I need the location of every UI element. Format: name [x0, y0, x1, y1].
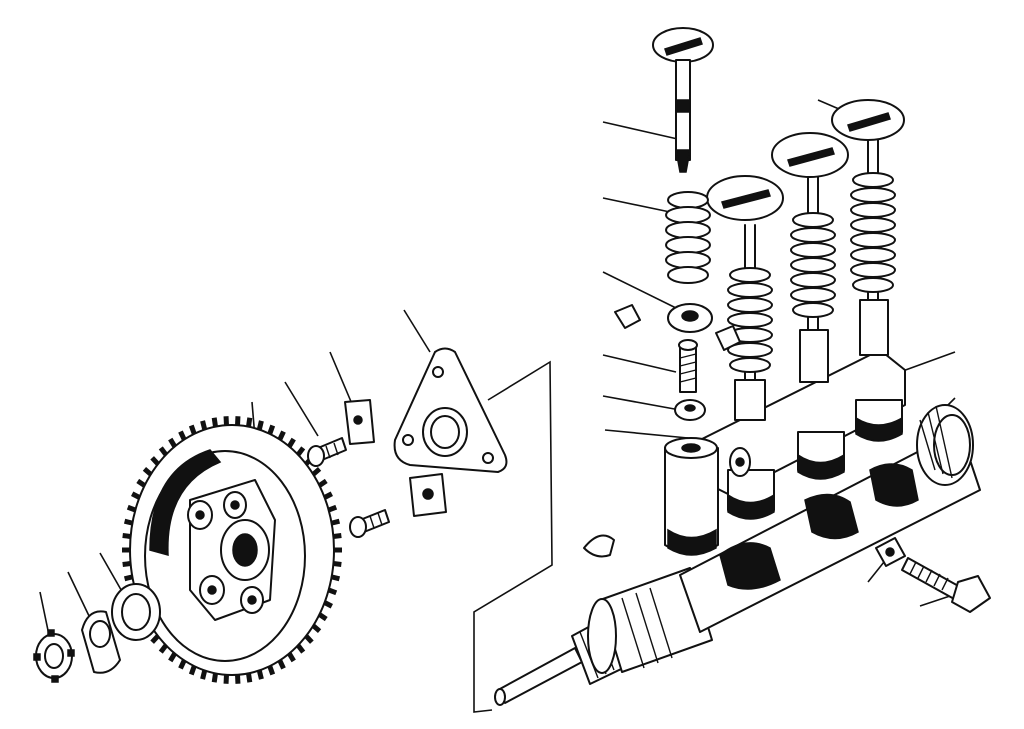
- adjusting-screw-exploded: [678, 339, 698, 393]
- bracket-group: [473, 360, 553, 713]
- leader-nut: [602, 395, 681, 411]
- gear-tooth: [333, 533, 342, 539]
- washer-right: [875, 537, 906, 567]
- leader-lines: [39, 99, 963, 713]
- lock-washer-tab: [81, 610, 121, 674]
- thrust-flange: [393, 347, 508, 473]
- gear-tooth: [123, 574, 133, 582]
- gear-nut: [33, 629, 75, 683]
- leader-washer: [867, 561, 885, 583]
- gear-tooth: [277, 430, 286, 441]
- bolt-upper: [307, 437, 347, 467]
- gear-tooth: [131, 491, 141, 500]
- gear-tooth: [142, 467, 153, 477]
- slot-2: [787, 147, 835, 167]
- gear-tooth: [122, 533, 131, 539]
- gear-tooth: [136, 478, 147, 488]
- shaft-bearing-end: [587, 598, 617, 674]
- gear-tooth: [150, 634, 160, 644]
- gear-tooth: [150, 456, 160, 466]
- gear-tooth: [211, 672, 218, 683]
- shaft-tip: [497, 647, 583, 704]
- gear-tooth: [200, 420, 208, 431]
- gear-tooth: [178, 430, 187, 441]
- gear-tooth: [122, 561, 131, 567]
- spring-seat-exploded: [667, 303, 713, 333]
- gear-tooth: [277, 659, 286, 670]
- slot-1: [721, 189, 771, 209]
- pusher-housing: [664, 349, 906, 556]
- spring-exploded: [665, 191, 711, 284]
- gear-tooth: [256, 420, 264, 431]
- gear-tooth: [188, 665, 197, 676]
- gear-tooth: [168, 437, 177, 448]
- camshaft-gear: [122, 416, 342, 684]
- leader-plate: [329, 351, 353, 405]
- bolt-lower: [349, 509, 390, 538]
- gear-tooth: [168, 652, 177, 663]
- valve-assembly-2: [771, 132, 849, 383]
- spring-2: [790, 212, 836, 318]
- valve-assembly-1: [706, 175, 784, 421]
- gear-tooth: [256, 669, 264, 680]
- gear-tooth: [267, 424, 276, 435]
- gear-tooth: [126, 504, 137, 513]
- gear-tooth: [327, 587, 338, 596]
- valve-assembly-3: [831, 99, 905, 356]
- gear-tooth: [158, 446, 168, 457]
- gear-tooth: [158, 643, 168, 654]
- cam-1: [719, 542, 781, 590]
- gear-tooth: [246, 672, 253, 683]
- slot-3: [847, 112, 891, 132]
- gear-tooth: [188, 424, 197, 435]
- leader-screw: [284, 381, 319, 437]
- leader-valve-top: [602, 121, 683, 141]
- leader-spring: [602, 197, 671, 213]
- exploded-valve: [652, 27, 714, 173]
- gear-tooth: [287, 437, 296, 448]
- keeper-halves: [614, 304, 741, 351]
- gear-tooth: [311, 623, 322, 633]
- gear-tooth: [123, 518, 133, 526]
- gear-tooth: [317, 478, 328, 488]
- gear-tooth: [327, 504, 338, 513]
- gear-tooth: [323, 600, 333, 609]
- leader-pin: [602, 354, 677, 373]
- gear-tooth: [311, 467, 322, 477]
- locknut-exploded: [674, 399, 706, 421]
- spring-3: [850, 172, 896, 293]
- woodruff-key: [583, 534, 615, 558]
- cam-3: [869, 463, 919, 507]
- gear-tooth: [178, 659, 187, 670]
- gear-tooth: [246, 417, 253, 428]
- lock-plate-lower: [409, 473, 447, 517]
- gear-tooth: [333, 561, 342, 567]
- gear-tooth: [331, 574, 341, 582]
- gear-tooth: [296, 446, 306, 457]
- leader-housing: [899, 351, 956, 373]
- leader-lockplate: [67, 571, 91, 619]
- gear-tooth: [317, 612, 328, 622]
- gear-tooth: [323, 491, 333, 500]
- gear-tooth: [304, 634, 314, 644]
- leader-seat: [602, 271, 677, 309]
- camshaft: [494, 404, 981, 706]
- gear-tooth: [200, 669, 208, 680]
- gear-tooth: [331, 518, 341, 526]
- cam-2: [804, 493, 859, 540]
- leader-flange: [403, 309, 431, 353]
- spring-1: [727, 267, 773, 373]
- bolt-right: [901, 557, 991, 613]
- gear-tooth: [267, 665, 276, 676]
- thrust-washer: [111, 583, 161, 641]
- leader-pusher: [604, 429, 689, 439]
- lock-plate-upper: [344, 399, 375, 445]
- gear-tooth: [211, 417, 218, 428]
- gear-tooth: [287, 652, 296, 663]
- shaft-tip-end: [494, 688, 506, 706]
- gear-tooth: [296, 643, 306, 654]
